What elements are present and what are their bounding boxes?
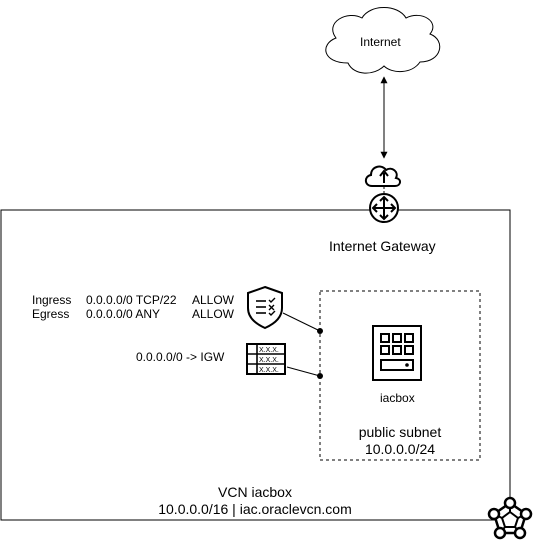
compute-instance-icon bbox=[372, 325, 422, 381]
security-rule-ingress-rule: 0.0.0.0/0 TCP/22 bbox=[86, 293, 177, 307]
internet-cloud-shape bbox=[325, 7, 441, 74]
svg-text:X.X.X.: X.X.X. bbox=[259, 347, 279, 354]
subnet-cidr-label: 10.0.0.0/24 bbox=[364, 441, 436, 457]
security-rule-egress-action: ALLOW bbox=[192, 307, 235, 321]
subnet-name-label: public subnet bbox=[358, 424, 442, 440]
vcn-name-label: VCN iacbox bbox=[218, 484, 292, 500]
vcn-icon bbox=[487, 496, 533, 540]
internet-gateway-label: Internet Gateway bbox=[329, 238, 436, 254]
internet-label: Internet bbox=[360, 35, 401, 49]
route-table-icon: X.X.X. X.X.X. X.X.X. bbox=[246, 343, 286, 375]
vcn-boundary bbox=[0, 209, 511, 521]
svg-text:X.X.X.: X.X.X. bbox=[259, 357, 279, 364]
security-rule-egress-direction: Egress bbox=[32, 307, 70, 321]
cloud-upload-icon bbox=[364, 165, 401, 193]
security-rule-ingress-action: ALLOW bbox=[192, 293, 235, 307]
vcn-details-label: 10.0.0.0/16 | iac.oraclevcn.com bbox=[158, 501, 352, 517]
instance-label: iacbox bbox=[380, 391, 415, 405]
internet-gateway-icon bbox=[369, 193, 399, 223]
subnet-boundary bbox=[319, 290, 481, 461]
route-table-connector bbox=[286, 366, 321, 377]
security-rule-ingress-direction: Ingress bbox=[32, 293, 72, 307]
security-list-connector-dot bbox=[317, 328, 323, 334]
security-rule-egress-rule: 0.0.0.0/0 ANY bbox=[86, 307, 161, 321]
svg-text:X.X.X.: X.X.X. bbox=[259, 367, 279, 374]
security-list-connector bbox=[282, 312, 321, 332]
route-rule-label: 0.0.0.0/0 -> IGW bbox=[136, 350, 225, 364]
security-list-icon bbox=[247, 285, 283, 330]
route-table-connector-dot bbox=[317, 373, 323, 379]
